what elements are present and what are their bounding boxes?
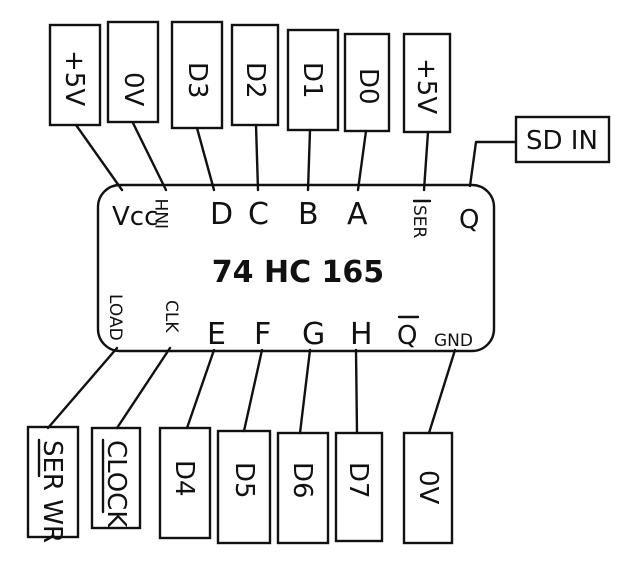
wire-f xyxy=(242,348,264,433)
wire-q xyxy=(468,140,518,188)
bottom-box-7-label: 0V xyxy=(413,470,443,505)
chip-name: 74 HC 165 xyxy=(212,255,384,290)
pin-clk: CLK xyxy=(161,300,181,333)
top-box-6 xyxy=(343,32,391,133)
top-box-5 xyxy=(286,28,340,132)
pin-load: LOAD xyxy=(105,294,125,341)
wire-h xyxy=(354,348,359,435)
wire-d xyxy=(195,126,216,192)
chip-body xyxy=(96,183,496,353)
pin-g: G xyxy=(302,317,325,352)
wire-c xyxy=(254,123,260,192)
bottom-box-4 xyxy=(216,429,272,545)
wire-gnd xyxy=(427,348,457,435)
pin-gnd: GND xyxy=(434,331,473,351)
wire-e xyxy=(185,348,216,430)
top-box-1 xyxy=(48,23,102,127)
bottom-box-2 xyxy=(90,426,142,530)
bottom-box-6-label: D7 xyxy=(343,462,373,499)
right-box-label: SD IN xyxy=(526,126,598,156)
pin-a: A xyxy=(347,197,368,232)
pin-c: C xyxy=(248,197,269,232)
top-box-7-label: +5V xyxy=(411,58,441,114)
bottom-box-5 xyxy=(276,431,330,545)
pin-d: D xyxy=(210,197,233,232)
bottom-box-4-label: D5 xyxy=(229,462,259,499)
bottom-box-3-label: D4 xyxy=(169,460,199,497)
pin-vcc: Vcc xyxy=(112,202,158,232)
pin-e: E xyxy=(207,317,226,352)
pin-f: F xyxy=(254,317,271,352)
bottom-box-7 xyxy=(402,431,454,545)
wire-inh xyxy=(131,121,168,192)
bottom-box-6 xyxy=(334,431,384,543)
bottom-box-2-label: CLOCK xyxy=(101,440,131,528)
bottom-box-1 xyxy=(26,425,80,539)
bottom-box-1-label: SER WR xyxy=(37,440,67,543)
top-box-4-label: D2 xyxy=(240,62,270,99)
pin-q-not: Q xyxy=(397,321,417,351)
pin-h: H xyxy=(350,317,373,352)
pin-ser: SER xyxy=(409,205,429,239)
wire-g xyxy=(298,348,312,435)
wire-load xyxy=(46,346,119,430)
wire-ser xyxy=(422,130,430,192)
top-box-4 xyxy=(230,23,280,127)
pin-q: Q xyxy=(459,205,479,235)
top-box-1-label: +5V xyxy=(59,50,89,106)
bottom-box-5-label: D6 xyxy=(287,462,317,499)
top-box-6-label: D0 xyxy=(353,68,383,105)
wire-clk xyxy=(115,346,172,430)
top-box-2-label: 0V xyxy=(118,72,148,107)
top-box-5-label: D1 xyxy=(297,62,327,99)
bottom-box-3 xyxy=(158,426,212,540)
pin-inh: INH xyxy=(153,198,173,229)
wire-vcc xyxy=(74,123,124,192)
right-box xyxy=(514,115,611,164)
top-box-3 xyxy=(170,20,224,130)
pin-b: B xyxy=(298,197,319,232)
wire-b xyxy=(306,128,312,192)
top-box-7 xyxy=(402,32,452,134)
wire-a xyxy=(356,129,368,192)
top-box-3-label: D3 xyxy=(182,62,212,99)
